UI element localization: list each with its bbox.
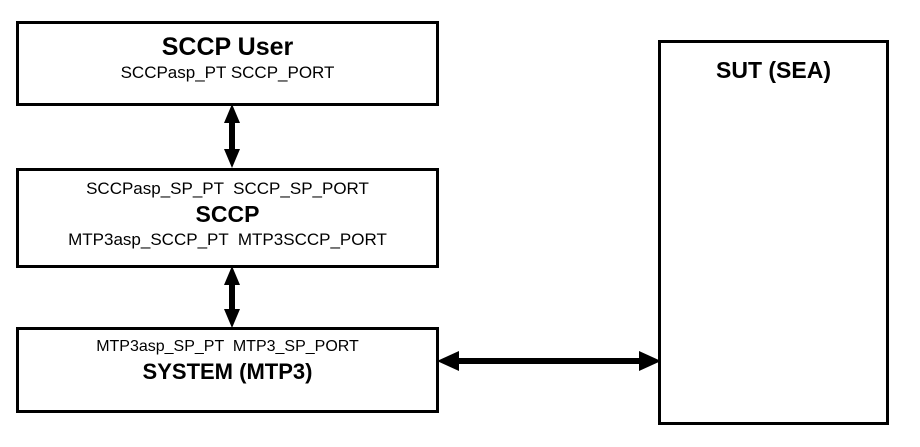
box-sccp-user-title: SCCP User <box>161 33 294 61</box>
box-sccp-user-ports: SCCPasp_PT SCCP_PORT <box>120 63 335 82</box>
box-sccp-lower-ports: MTP3asp_SCCP_PT MTP3SCCP_PORT <box>68 230 387 249</box>
box-system-mtp3-ports: MTP3asp_SP_PT MTP3_SP_PORT <box>96 338 359 355</box>
box-sccp: SCCPasp_SP_PT SCCP_SP_PORT SCCP MTP3asp_… <box>16 168 439 268</box>
double-arrow-vertical-icon <box>224 266 240 328</box>
box-sccp-title: SCCP <box>195 201 260 227</box>
double-arrow-horizontal-icon <box>437 351 661 371</box>
box-sut-sea: SUT (SEA) <box>658 40 889 425</box>
box-system-mtp3: MTP3asp_SP_PT MTP3_SP_PORT SYSTEM (MTP3) <box>16 327 439 413</box>
box-sut-sea-title: SUT (SEA) <box>716 57 831 83</box>
box-sccp-user: SCCP User SCCPasp_PT SCCP_PORT <box>16 21 439 106</box>
double-arrow-vertical-icon <box>224 104 240 168</box>
box-sccp-upper-ports: SCCPasp_SP_PT SCCP_SP_PORT <box>86 179 369 198</box>
box-system-mtp3-title: SYSTEM (MTP3) <box>142 359 313 384</box>
